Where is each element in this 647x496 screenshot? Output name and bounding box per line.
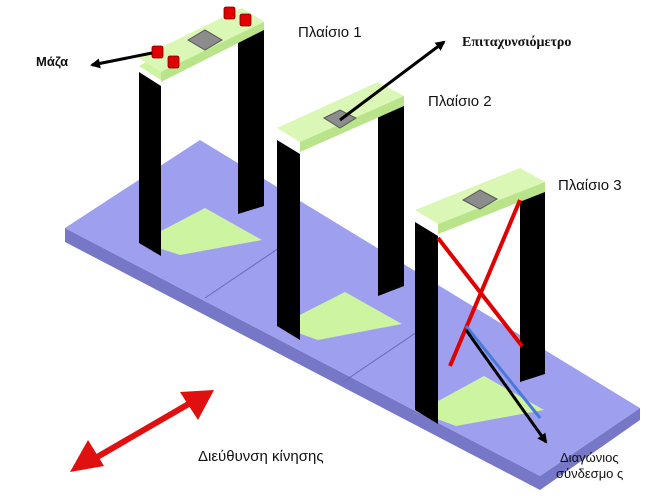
mass-pointer-arrow <box>90 51 153 69</box>
frame-2-top-edge <box>300 96 404 152</box>
diagonal-pointer-arrow <box>464 329 548 444</box>
frame-3-left-column <box>415 222 438 424</box>
frame-1 <box>139 6 264 256</box>
frame-3-diagonal-brace-2 <box>448 199 522 367</box>
frame-2-label: Πλαίσιο 2 <box>428 93 492 110</box>
frame-3 <box>415 168 545 426</box>
frame-3-label: Πλαίσιο 3 <box>558 177 622 194</box>
mass-block <box>151 45 164 59</box>
motion-direction-label: Διεύθυνση κίνησης <box>198 448 324 465</box>
frame-1-label: Πλαίσιο 1 <box>298 24 362 41</box>
mass-block <box>239 13 252 27</box>
frame-2-floor <box>278 292 402 340</box>
motion-direction-arrow <box>70 390 214 472</box>
frame-1-accelerometer <box>187 29 223 51</box>
mass-block <box>223 6 236 20</box>
base-seam-1 <box>204 245 283 299</box>
frame-3-right-column <box>520 182 545 382</box>
motion-arrow-head-left <box>70 440 104 472</box>
mass-block <box>167 55 180 69</box>
motion-arrow-shaft <box>90 399 194 463</box>
base-seam-2 <box>342 329 421 383</box>
frame-1-floor <box>140 208 262 255</box>
frame-1-left-column <box>139 72 161 256</box>
accelerometer-pointer-arrow <box>339 40 446 122</box>
frame-2-left-column <box>277 140 300 340</box>
frame-2-right-column <box>378 96 404 296</box>
mass-label: Μάζα <box>36 54 68 69</box>
frame-3-floor <box>418 376 544 426</box>
diagonal-label-line-2: σύνδεσμο ς <box>556 466 623 481</box>
frame-3-diagonal-brace-back <box>464 325 542 419</box>
accelerometer-label: Επιταχυνσιόμετρο <box>462 35 571 50</box>
motion-arrow-head-right <box>180 390 214 420</box>
diagonal-label-line-1: Διαγώνιος <box>560 450 619 465</box>
frame-1-masses <box>151 6 252 69</box>
frame-1-top-edge <box>161 22 264 82</box>
frame-1-right-column <box>238 26 264 214</box>
frame-3-top-edge <box>438 182 545 234</box>
frame-2 <box>277 82 404 340</box>
frame-3-accelerometer <box>461 189 499 210</box>
